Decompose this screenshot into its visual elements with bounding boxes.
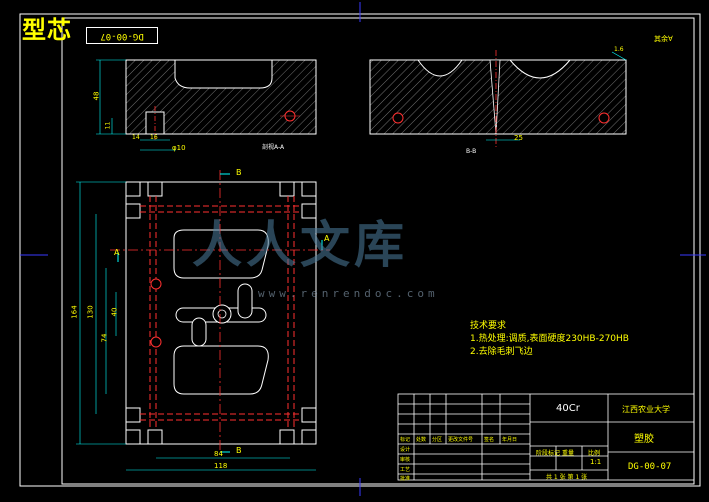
drawing-code-tag: DG-00-07 (86, 27, 158, 44)
dim-overall-height: 164 (70, 305, 79, 319)
tb-row-sign: 签名 (484, 437, 495, 443)
tb-row-doc: 更改文件号 (448, 437, 474, 443)
tb-material: 40Cr (556, 403, 580, 414)
tech-notes-line2: 2.去除毛刺飞边 (470, 347, 533, 357)
drawing-title: 型芯 (22, 16, 72, 44)
tech-notes-heading: 技术要求 (470, 321, 507, 331)
title-block (397, 393, 695, 481)
dim-small-c: 16 (150, 134, 158, 141)
tb-row-mark: 标记 (400, 437, 411, 443)
dim-right-corner: 1.6 (614, 46, 624, 53)
tech-notes: 技术要求 1.热处理:调质,表面硬度230HB-270HB 2.去除毛刺飞边 (470, 320, 629, 359)
section-mark-b-top: B (236, 168, 242, 177)
dim-small-b: 14 (132, 134, 140, 141)
inner-border (61, 17, 695, 485)
tb-person-review: 审核 (400, 457, 411, 463)
tb-sheet: 共 1 张 第 1 张 (546, 474, 588, 481)
section-a-label: 剖视A-A (262, 144, 285, 151)
section-mark-b-bottom: B (236, 446, 242, 455)
tb-person-process: 工艺 (400, 467, 411, 473)
centering-marks (20, 2, 706, 496)
tb-person-approve: 批准 (400, 476, 411, 482)
tb-drawing-no: DG-00-07 (628, 462, 672, 472)
section-view-a (96, 59, 317, 151)
watermark-url: www.renrendoc.com (258, 287, 439, 300)
dim-top-height: 48 (92, 91, 101, 101)
tech-notes-line1: 1.热处理:调质,表面硬度230HB-270HB (470, 334, 629, 344)
tb-stage-label: 阶段标记 (536, 450, 561, 457)
roughness-note: 其余∀ (654, 35, 673, 43)
section-b-label: B-B (466, 148, 477, 155)
dim-right-width: 25 (514, 134, 523, 142)
tb-scale-label: 比例 (588, 450, 601, 457)
dim-h130: 130 (86, 305, 95, 319)
watermark-brand: 人人文库 (192, 216, 408, 274)
tb-row-count: 处数 (416, 437, 427, 443)
dim-small-a: 11 (104, 121, 112, 130)
dim-w118: 118 (214, 462, 228, 470)
tb-school: 江西农业大学 (622, 405, 670, 414)
tb-row-zone: 分区 (432, 437, 443, 443)
tb-weight-label: 重量 (562, 450, 575, 457)
plan-view (76, 170, 330, 471)
dim-h40: 40 (110, 307, 119, 317)
dim-h74: 74 (100, 333, 109, 343)
tb-row-date: 年月日 (502, 437, 518, 443)
tb-person-design: 设计 (400, 447, 411, 453)
section-mark-a-right: A (324, 234, 330, 243)
section-mark-a-left: A (114, 248, 120, 257)
section-view-b (369, 50, 627, 148)
tb-part-name: 塑胶 (634, 434, 654, 445)
tb-scale: 1:1 (590, 458, 602, 466)
dim-diameter: φ10 (172, 144, 186, 152)
dim-w84: 84 (214, 450, 223, 458)
